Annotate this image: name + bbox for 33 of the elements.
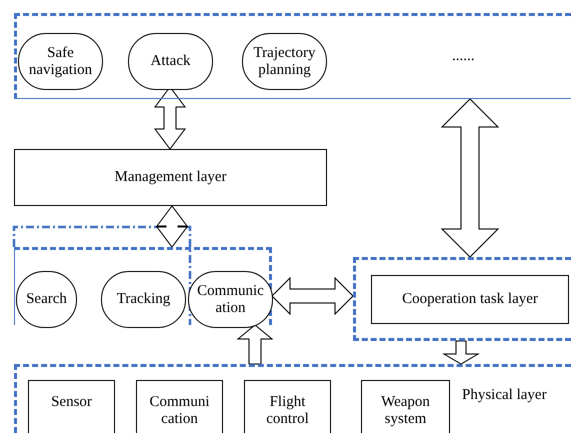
component-box: [361, 380, 450, 433]
layer-box: [14, 149, 327, 206]
node-label: Safe navigation: [28, 44, 94, 78]
node-label: Management layer: [113, 169, 228, 186]
node-label: Tracking: [116, 291, 172, 308]
node-label: Attack: [150, 53, 192, 70]
rounded-node: [101, 271, 186, 328]
dashed-layer-band: [14, 364, 571, 433]
rounded-node: [16, 271, 77, 328]
dashed-layer-band: [14, 13, 571, 99]
node-label: Search: [25, 291, 68, 308]
dashed-group: [14, 247, 272, 325]
block-arrow: [236, 324, 274, 364]
node-label: Communi cation: [148, 394, 210, 428]
double-block-arrow: [271, 276, 354, 316]
double-block-arrow: [156, 205, 188, 248]
double-block-arrow: [440, 98, 500, 258]
component-box: [244, 380, 331, 433]
ellipsis-text: ......: [452, 48, 474, 65]
rounded-node: [18, 33, 103, 90]
component-box: [28, 380, 115, 433]
node-label: Weapon system: [380, 394, 431, 428]
node-label: Sensor: [50, 394, 93, 411]
component-box: [136, 380, 223, 433]
node-label: Trajectory planning: [252, 44, 316, 78]
layer-box: [371, 275, 569, 324]
layer-title: Physical layer: [462, 387, 547, 404]
block-arrow: [442, 340, 480, 365]
node-label: Flight control: [265, 394, 310, 428]
node-label: Cooperation task layer: [401, 291, 539, 308]
rounded-node: [188, 271, 273, 328]
dashed-region: [353, 257, 571, 341]
node-label: Communic ation: [196, 282, 265, 316]
